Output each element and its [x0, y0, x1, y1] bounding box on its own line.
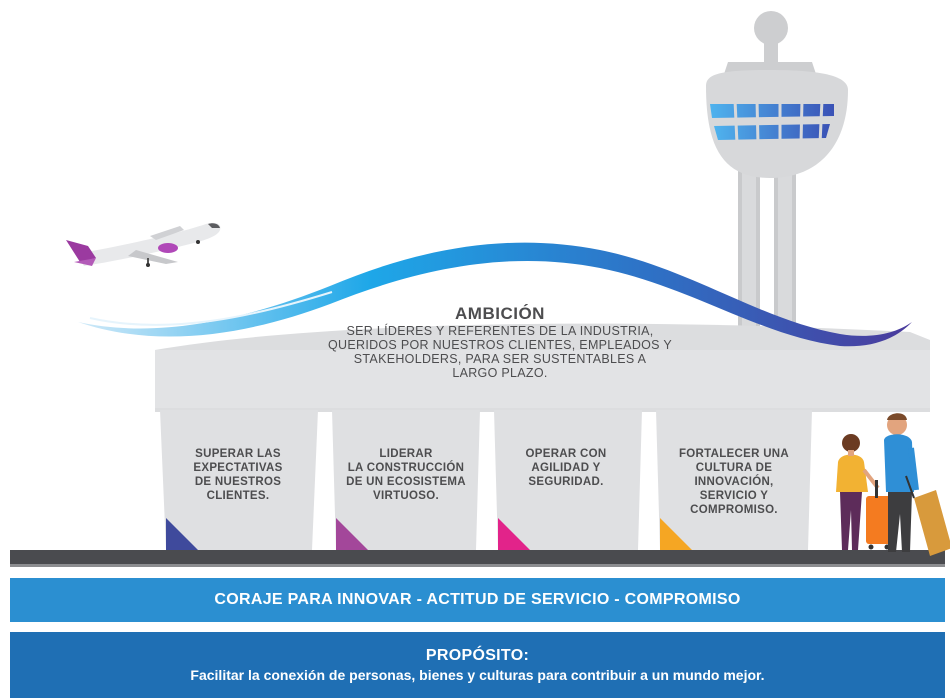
pillar-line: COMPROMISO. — [690, 504, 778, 516]
pillar-text-3: OPERAR CON AGILIDAD Y SEGURIDAD. — [494, 447, 638, 489]
pillar-text-1: SUPERAR LAS EXPECTATIVAS DE NUESTROS CLI… — [166, 447, 310, 503]
pillar-line: CLIENTES. — [206, 490, 270, 502]
ambition-line: LARGO PLAZO. — [452, 366, 548, 380]
ambition-line: SER LÍDERES Y REFERENTES DE LA INDUSTRIA… — [346, 324, 654, 338]
pillar-card — [160, 410, 318, 550]
ambition-line: STAKEHOLDERS, PARA SER SUSTENTABLES A — [353, 352, 647, 366]
pillar-text-4: FORTALECER UNA CULTURA DE INNOVACIÓN, SE… — [662, 447, 806, 517]
pillar-line: LIDERAR — [379, 448, 433, 460]
pillar-accent-1 — [166, 518, 198, 550]
pillar-line: SUPERAR LAS — [195, 448, 281, 460]
purpose-bar: PROPÓSITO: Facilitar la conexión de pers… — [10, 632, 945, 698]
pillar-card — [656, 410, 812, 550]
pillar-accent-2 — [336, 518, 368, 550]
values-text: CORAJE PARA INNOVAR - ACTITUD DE SERVICI… — [214, 591, 741, 608]
purpose-text: Facilitar la conexión de personas, biene… — [190, 667, 765, 683]
pillar-line: SEGURIDAD. — [528, 476, 604, 488]
pillar-line: OPERAR CON — [525, 448, 607, 460]
travelers-icon — [836, 413, 950, 556]
road — [10, 550, 945, 564]
pillar-accent-4 — [660, 518, 692, 550]
pillar-text-2: LIDERAR LA CONSTRUCCIÓN DE UN ECOSISTEMA… — [334, 447, 478, 503]
ambition-statement: SER LÍDERES Y REFERENTES DE LA INDUSTRIA… — [306, 324, 694, 380]
ambition-title: AMBICIÓN — [455, 304, 545, 323]
pillar-line: AGILIDAD Y — [531, 462, 601, 474]
pillar-line: DE NUESTROS — [194, 476, 282, 488]
pillar-accent-3 — [498, 518, 530, 550]
wave-roof — [78, 242, 912, 347]
pillar-line: LA CONSTRUCCIÓN — [347, 462, 465, 474]
ambition-line: QUERIDOS POR NUESTROS CLIENTES, EMPLEADO… — [328, 338, 672, 352]
pillar-line: SERVICIO Y — [699, 490, 769, 502]
pillar-card — [332, 410, 480, 550]
pillar-card — [494, 410, 642, 550]
pillar-line: CULTURA DE — [695, 462, 773, 474]
purpose-title: PROPÓSITO: — [425, 647, 530, 664]
pillar-line: FORTALECER UNA — [678, 448, 790, 460]
pillar-line: EXPECTATIVAS — [193, 462, 283, 474]
pillar-line: VIRTUOSO. — [373, 490, 439, 502]
pillar-line: DE UN ECOSISTEMA — [346, 476, 466, 488]
values-bar: CORAJE PARA INNOVAR - ACTITUD DE SERVICI… — [10, 578, 945, 622]
pillar-line: INNOVACIÓN, — [694, 476, 774, 488]
airplane-icon — [66, 222, 221, 267]
